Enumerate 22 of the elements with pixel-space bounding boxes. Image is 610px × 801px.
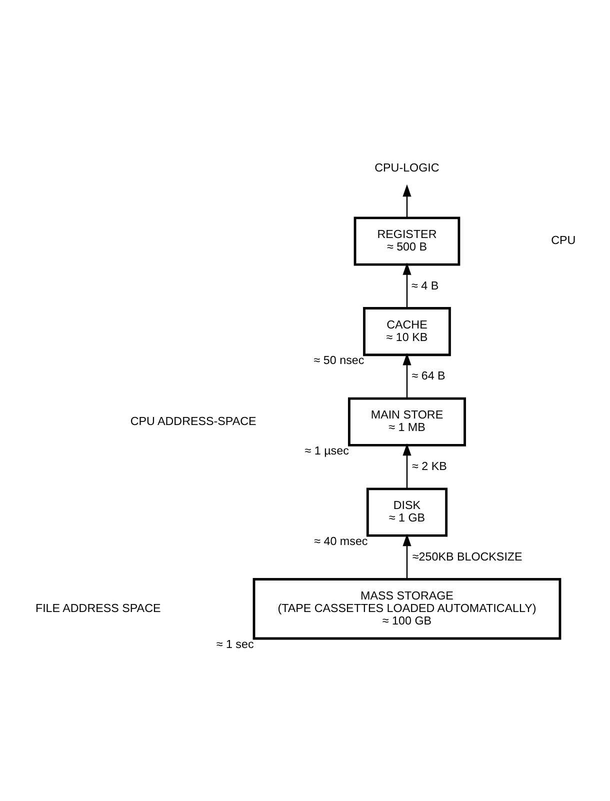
edge-label: ≈250KB BLOCKSIZE (412, 550, 522, 563)
label: CPU ADDRESS-SPACE (130, 414, 256, 428)
node-box: DISK ≈ 1 GB (366, 487, 448, 536)
node-label: ≈ 1 µsec (304, 444, 349, 458)
arrow (402, 184, 412, 218)
node-label: ≈ 1 sec (216, 637, 254, 650)
node-text: CPU-LOGIC (374, 160, 440, 174)
node-label: ≈ 50 nsec (314, 354, 364, 367)
node-box: MAIN STORE ≈ 1 MB (348, 396, 466, 446)
edge-label: ≈ 2 KB (412, 460, 447, 473)
edge-label: ≈ 64 B (412, 369, 446, 382)
arrow (402, 262, 412, 308)
arrow (402, 352, 412, 398)
edge-label: ≈ 4 B (412, 278, 439, 292)
node-box: MASS STORAGE (TAPE CASSETTES LOADED AUTOMATICALLY) ≈ 100 GB (252, 578, 562, 640)
node-label: ≈ 40 msec (314, 534, 368, 548)
arrow (402, 533, 412, 579)
label: CPU (551, 234, 576, 247)
arrow (402, 442, 412, 488)
label: FILE ADDRESS SPACE (35, 601, 161, 614)
node-box: REGISTER ≈ 500 B (354, 216, 460, 266)
node-box: CACHE ≈ 10 KB (363, 306, 451, 356)
